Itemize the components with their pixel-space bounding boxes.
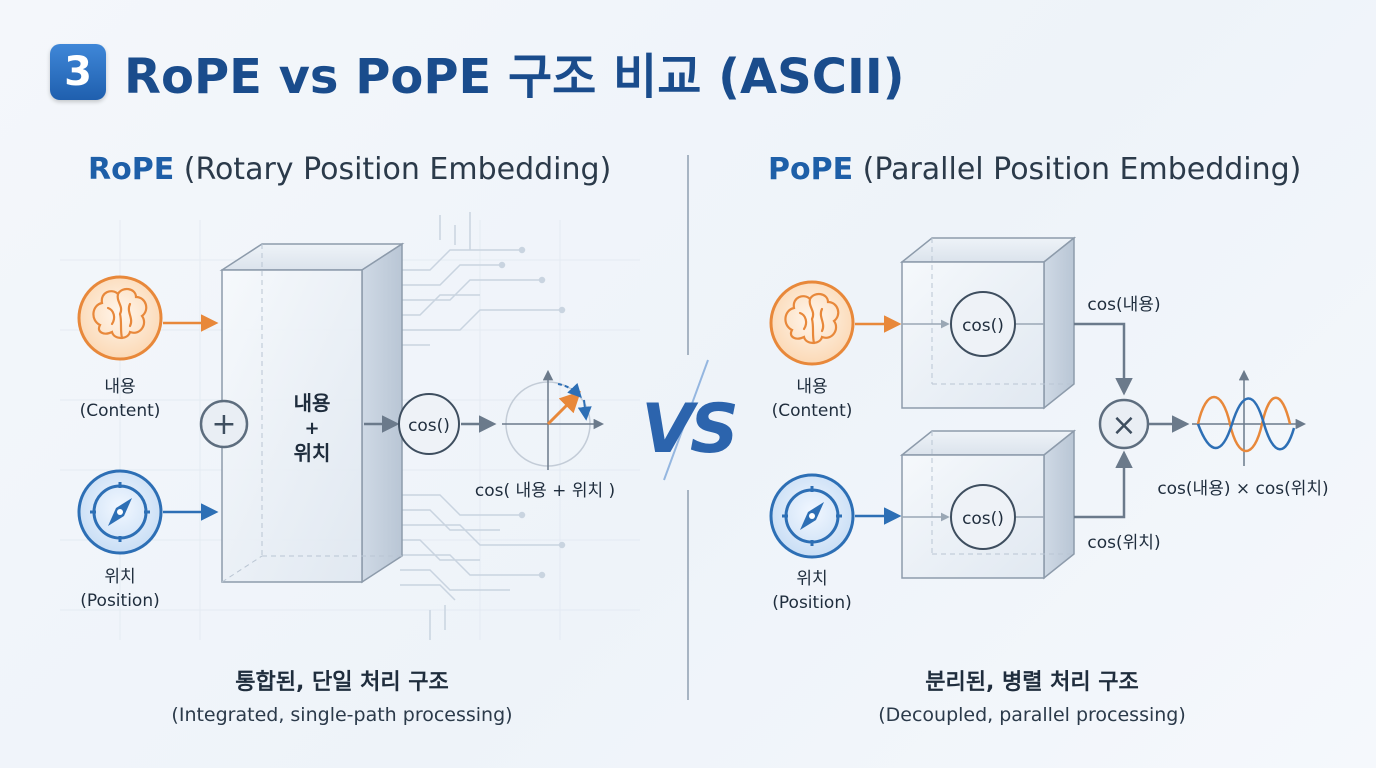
rope-caption-main: 통합된, 단일 처리 구조 xyxy=(235,670,449,695)
compass-icon xyxy=(90,482,150,542)
rope-heading: RoPE (Rotary Position Embedding) xyxy=(88,152,611,187)
pope-cos-top-node: cos() xyxy=(950,291,1016,357)
rope-content-label-en: (Content) xyxy=(80,401,161,421)
rope-add-operator: + xyxy=(199,399,249,449)
rope-content-label: 내용 xyxy=(104,377,135,397)
pope-fullname: (Parallel Position Embedding) xyxy=(862,152,1302,187)
section-number-badge: 3 xyxy=(50,44,106,100)
compass-icon xyxy=(782,486,842,546)
pope-top-to-multiply-arrow xyxy=(1074,322,1133,396)
rope-box-line1: 내용 xyxy=(294,391,331,415)
rope-box-line2: + xyxy=(304,418,319,439)
pope-content-label-en: (Content) xyxy=(772,401,853,421)
wave-plot-icon xyxy=(1192,369,1307,466)
multiply-icon: × xyxy=(1111,408,1136,443)
pope-heading: PoPE (Parallel Position Embedding) xyxy=(768,152,1301,187)
brain-icon xyxy=(92,287,148,340)
pope-caption-sub: (Decoupled, parallel processing) xyxy=(878,704,1186,726)
pope-cos-content-label: cos(내용) xyxy=(1087,295,1160,315)
pope-content-node xyxy=(769,280,855,366)
pope-content-label: 내용 xyxy=(796,377,827,397)
rotation-axes-icon xyxy=(502,369,605,470)
pope-multiply-operator: × xyxy=(1098,398,1150,450)
rope-formula: cos( 내용 + 위치 ) xyxy=(475,481,615,501)
circuit-traces xyxy=(400,212,566,640)
pope-acronym: PoPE xyxy=(768,152,854,187)
rope-position-label: 위치 xyxy=(104,567,135,587)
rope-cos-node: cos() xyxy=(398,393,460,455)
rope-position-label-en: (Position) xyxy=(80,591,159,611)
pope-cos-bottom-node: cos() xyxy=(950,484,1016,550)
pope-cos-position-label: cos(위치) xyxy=(1087,533,1160,553)
pope-formula: cos(내용) × cos(위치) xyxy=(1157,479,1328,499)
pope-caption: 분리된, 병렬 처리 구조 (Decoupled, parallel proce… xyxy=(802,664,1262,726)
rope-content-node xyxy=(77,275,163,361)
brain-icon xyxy=(784,292,840,345)
center-divider xyxy=(663,155,709,700)
rope-acronym: RoPE xyxy=(88,152,175,187)
pope-position-label-en: (Position) xyxy=(772,593,851,613)
pope-caption-main: 분리된, 병렬 처리 구조 xyxy=(925,670,1139,695)
pope-bottom-to-multiply-arrow xyxy=(1074,450,1133,519)
title-text: RoPE vs PoPE 구조 비교 (ASCII) xyxy=(124,49,905,105)
pope-cos-top-label: cos() xyxy=(962,316,1004,336)
plus-icon: + xyxy=(211,407,236,442)
rope-cos-label: cos() xyxy=(408,416,450,436)
page-title: 3 RoPE vs PoPE 구조 비교 (ASCII) xyxy=(50,40,905,105)
vs-label: VS xyxy=(641,390,736,469)
rope-box-line3: 위치 xyxy=(294,441,331,465)
rope-caption-sub: (Integrated, single-path processing) xyxy=(171,704,513,726)
pope-cos-bottom-label: cos() xyxy=(962,509,1004,529)
pope-position-node xyxy=(769,473,855,559)
rope-caption: 통합된, 단일 처리 구조 (Integrated, single-path p… xyxy=(112,664,572,726)
rope-position-node xyxy=(77,469,163,555)
rope-fullname: (Rotary Position Embedding) xyxy=(183,152,612,187)
pope-position-label: 위치 xyxy=(796,569,827,589)
